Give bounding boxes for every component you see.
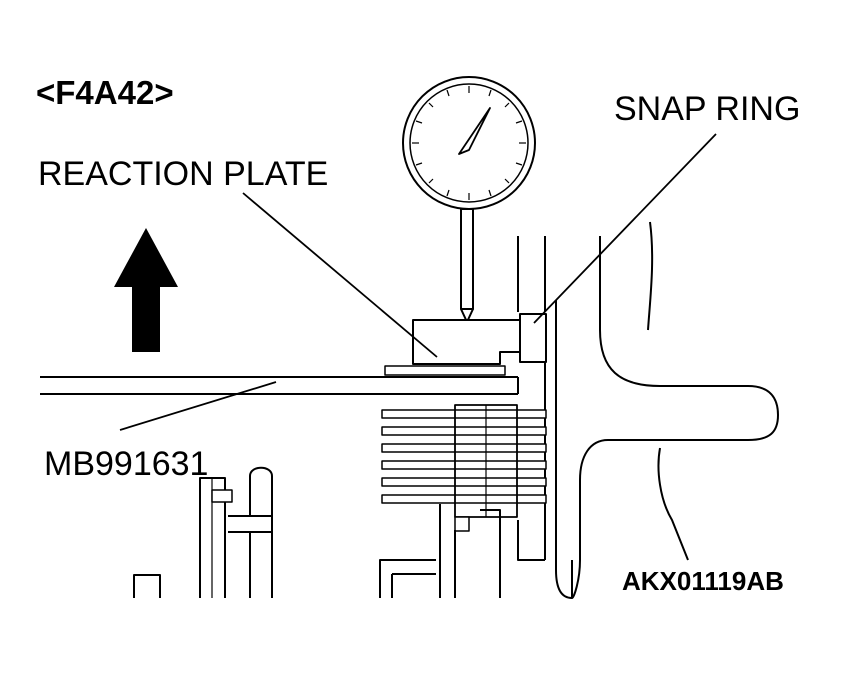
reaction-plate-block (412, 319, 521, 365)
snap-ring (519, 313, 547, 363)
reaction-plate-label: REACTION PLATE (38, 155, 329, 193)
up-arrow-icon (114, 228, 178, 352)
housing-outline (517, 221, 779, 599)
lower-assembly (133, 466, 545, 598)
dial-gauge-face (409, 83, 529, 203)
figure-code-label: AKX01119AB (622, 566, 784, 596)
tool-label: MB991631 (44, 445, 209, 483)
dial-gauge (402, 76, 536, 323)
snap-ring-label: SNAP RING (614, 90, 801, 128)
dial-gauge-ticks (412, 86, 526, 200)
tool-bar (40, 365, 519, 395)
leader-tool (119, 381, 277, 431)
dial-gauge-tip (460, 308, 474, 323)
dial-gauge-stem (460, 208, 474, 310)
leader-snap-ring (533, 133, 717, 324)
model-label: <F4A42> (36, 74, 174, 111)
leader-reaction-plate (242, 192, 438, 358)
clutch-pack (381, 404, 547, 532)
leader-lines (119, 133, 717, 431)
dial-gauge-needle (458, 107, 491, 155)
